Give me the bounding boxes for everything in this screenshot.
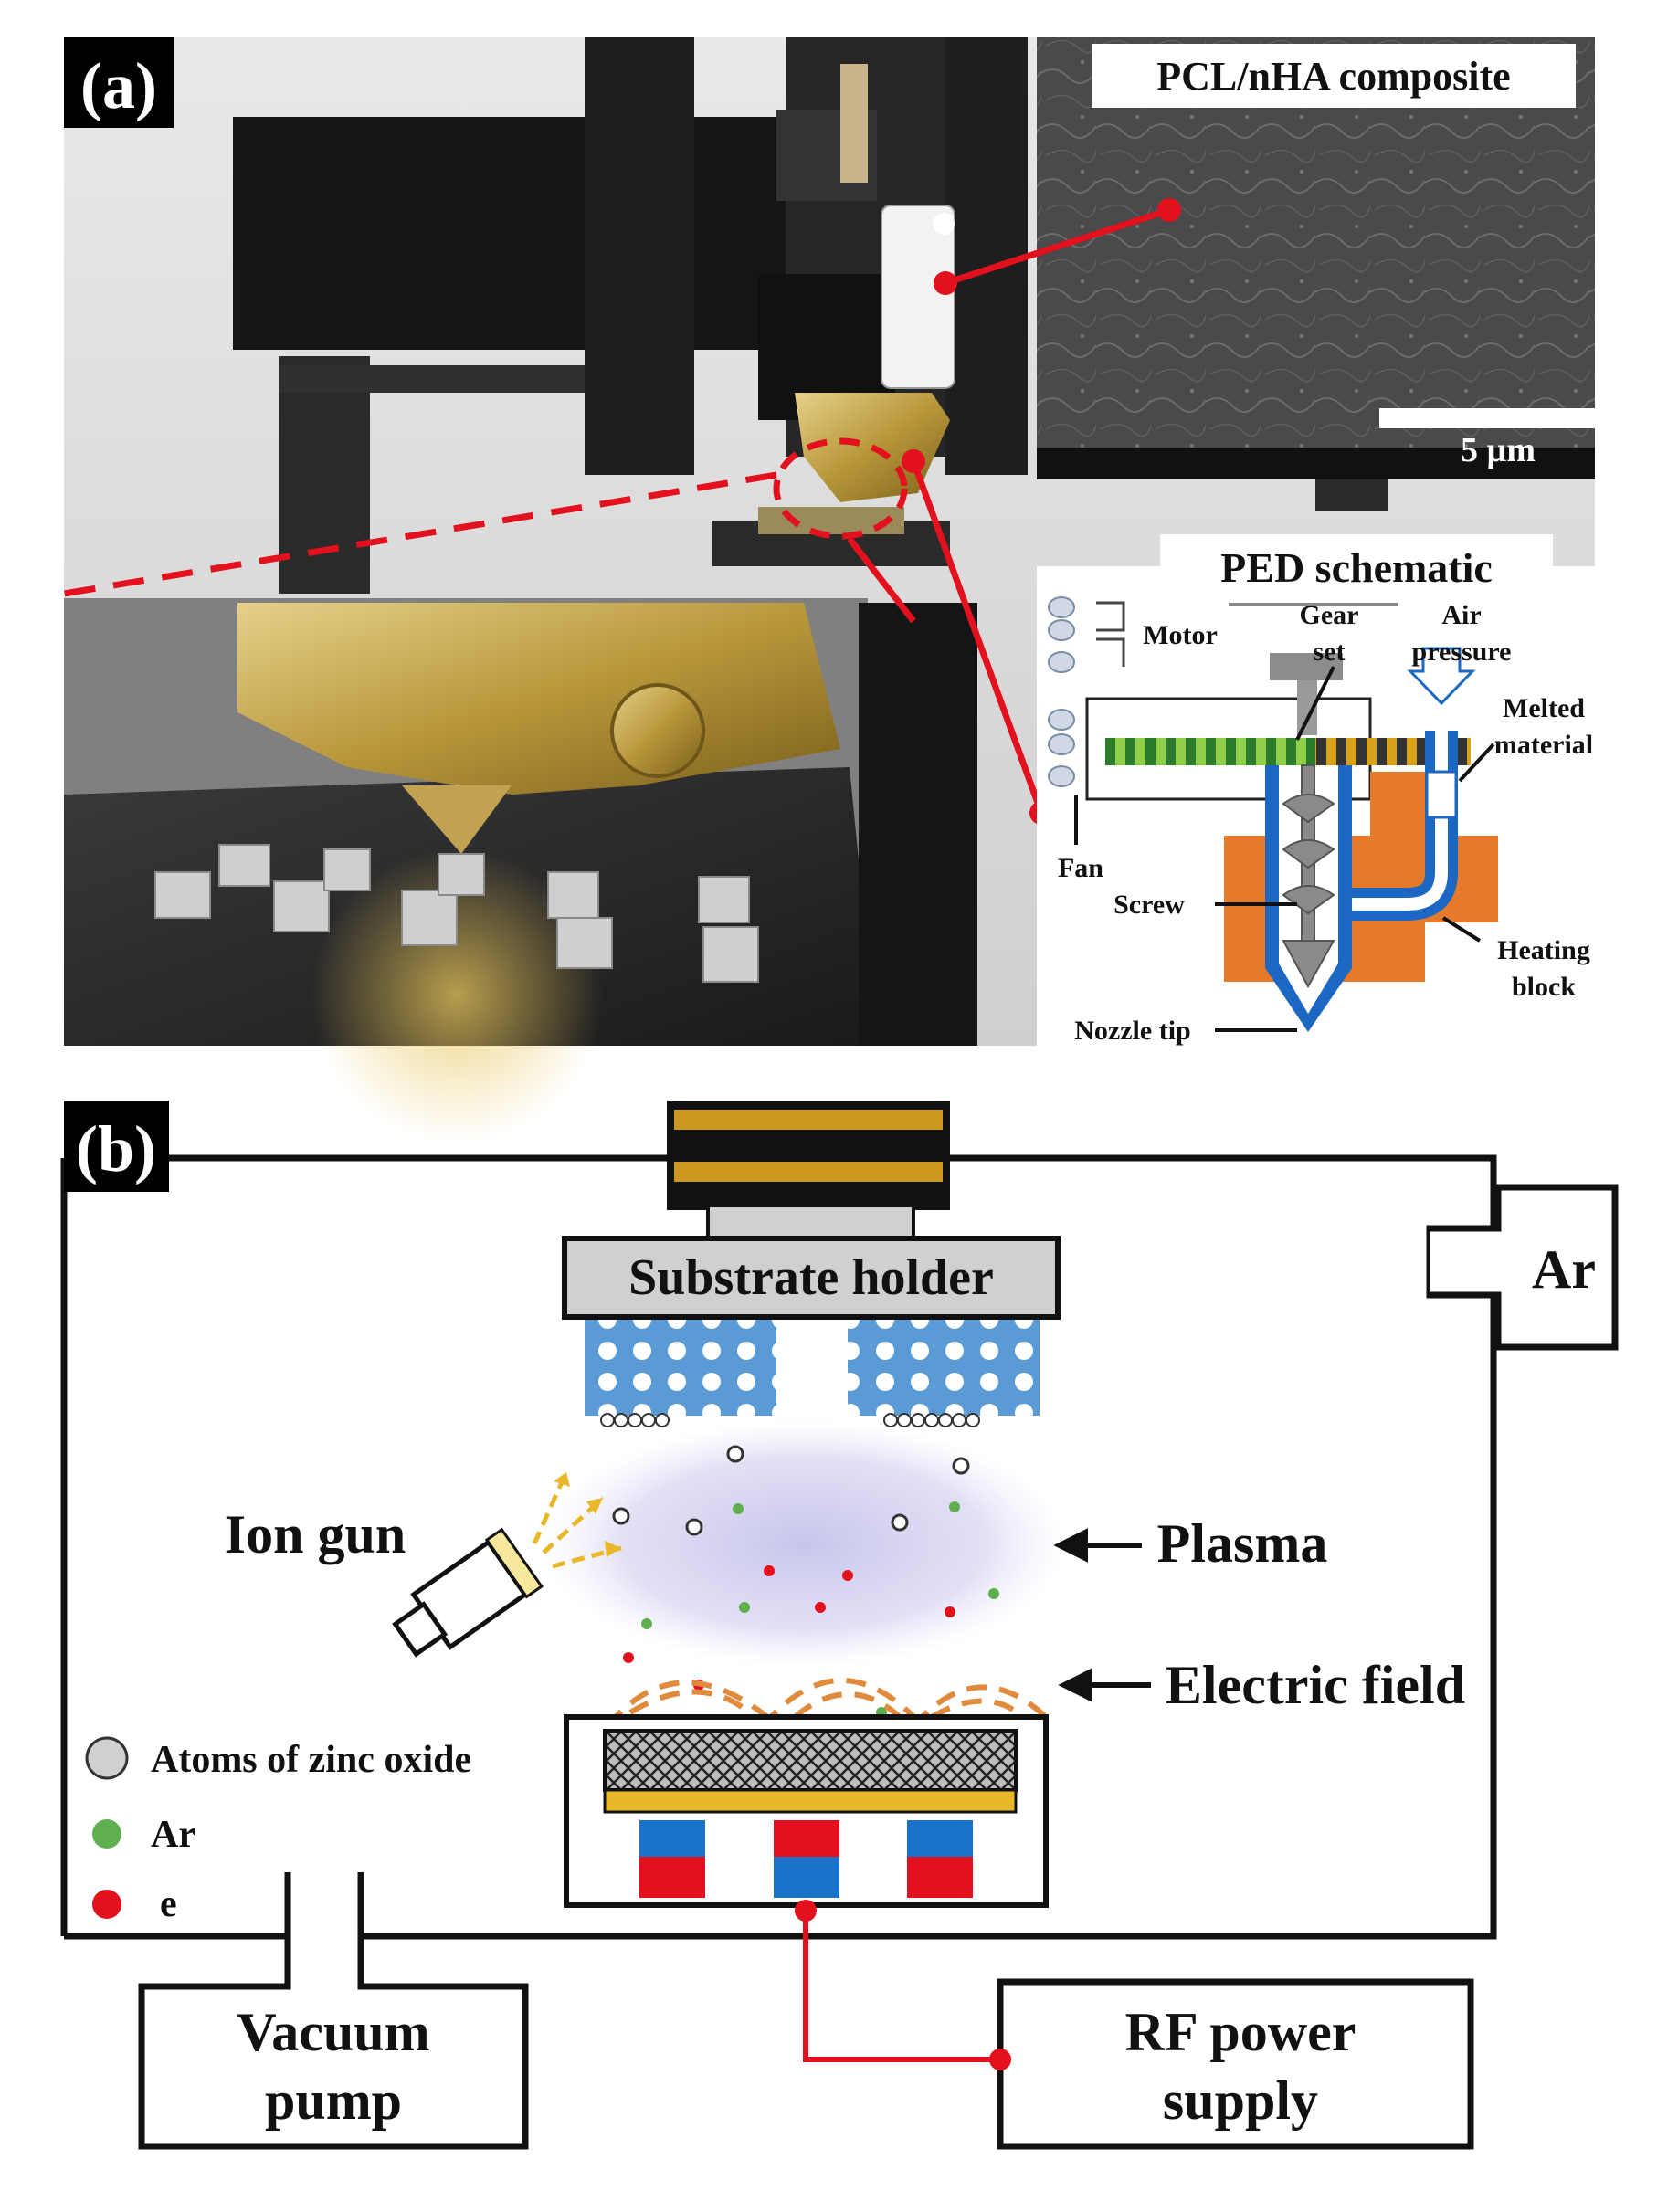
scale-bar (1379, 408, 1612, 428)
ion-gun-label: Ion gun (225, 1504, 406, 1564)
schematic-arrows (1074, 666, 1495, 1032)
plasma-cloud (544, 1420, 1064, 1667)
legend-label-ar: Ar (151, 1814, 195, 1856)
screw (1282, 764, 1335, 989)
ion-gun (392, 1470, 622, 1658)
electric-field (605, 1678, 1049, 1729)
sem-label-box (1092, 44, 1576, 108)
panel-a-letter-box (64, 37, 174, 128)
legend-swatch-e (92, 1890, 121, 1919)
vacuum-pump: Vacuum pump (138, 1872, 529, 2150)
label-heating-1: Heating (1497, 935, 1590, 965)
label-nozzle: Nozzle tip (1074, 1016, 1190, 1046)
plasma-label: Plasma (1157, 1513, 1328, 1574)
schematic-labels: Motor Gear set Air pressure Melted mater… (1058, 600, 1593, 1046)
label-arrows (1053, 1528, 1151, 1702)
nozzle-closeup (64, 598, 977, 1142)
sem-inset: PCL/nHA composite 5 µm (1037, 37, 1612, 479)
panel-a-letter: (a) (80, 49, 157, 122)
ped-title: PED schematic (1220, 544, 1493, 591)
rf-label-2: supply (1163, 2070, 1318, 2131)
sputtering-target (564, 1714, 1049, 1908)
legend-swatch-ar (92, 1819, 121, 1849)
scale-bar-label: 5 µm (1461, 431, 1536, 469)
label-heating-2: block (1512, 972, 1576, 1002)
legend: Atoms of zinc oxide Ar e (85, 1736, 471, 1925)
electric-field-label: Electric field (1166, 1655, 1465, 1715)
substrate-holder: Substrate holder (562, 1101, 1061, 1320)
printed-scaffolds (154, 844, 759, 983)
panel-b-letter-box (64, 1101, 169, 1192)
label-melted-1: Melted (1503, 693, 1585, 723)
panel-b: Ar Substrate holder (60, 1101, 1619, 2150)
rf-label-1: RF power (1125, 2002, 1356, 2062)
vacuum-label-2: pump (265, 2070, 402, 2131)
ar-inlet (1430, 1184, 1619, 1351)
rf-cable (803, 1905, 1000, 2062)
callout-lines (63, 206, 1171, 815)
panel-a: PCL/nHA composite 5 µm PED schematic (63, 37, 1612, 1142)
vacuum-label-1: Vacuum (237, 2002, 429, 2062)
printer-frame (233, 37, 1388, 594)
legend-label-e: e (160, 1883, 177, 1925)
sem-label: PCL/nHA composite (1156, 54, 1510, 99)
label-melted-2: material (1494, 730, 1593, 760)
scaffolds (585, 1320, 1040, 1427)
rf-power-supply: RF power supply (795, 1900, 1474, 2150)
substrate-holder-label: Substrate holder (628, 1249, 994, 1306)
ped-schematic: PED schematic (1037, 534, 1595, 1046)
label-screw: Screw (1113, 890, 1185, 920)
label-gear-2: set (1314, 637, 1346, 667)
label-air-1: Air (1441, 600, 1481, 630)
legend-swatch-zno (85, 1736, 129, 1780)
label-fan: Fan (1058, 853, 1103, 883)
label-motor: Motor (1143, 620, 1218, 650)
panel-b-letter: (b) (76, 1112, 156, 1185)
label-gear-1: Gear (1300, 600, 1359, 630)
fan-icon (1048, 596, 1075, 787)
legend-label-zno: Atoms of zinc oxide (151, 1739, 471, 1781)
ar-inlet-label: Ar (1532, 1239, 1596, 1300)
label-air-2: pressure (1412, 637, 1512, 667)
